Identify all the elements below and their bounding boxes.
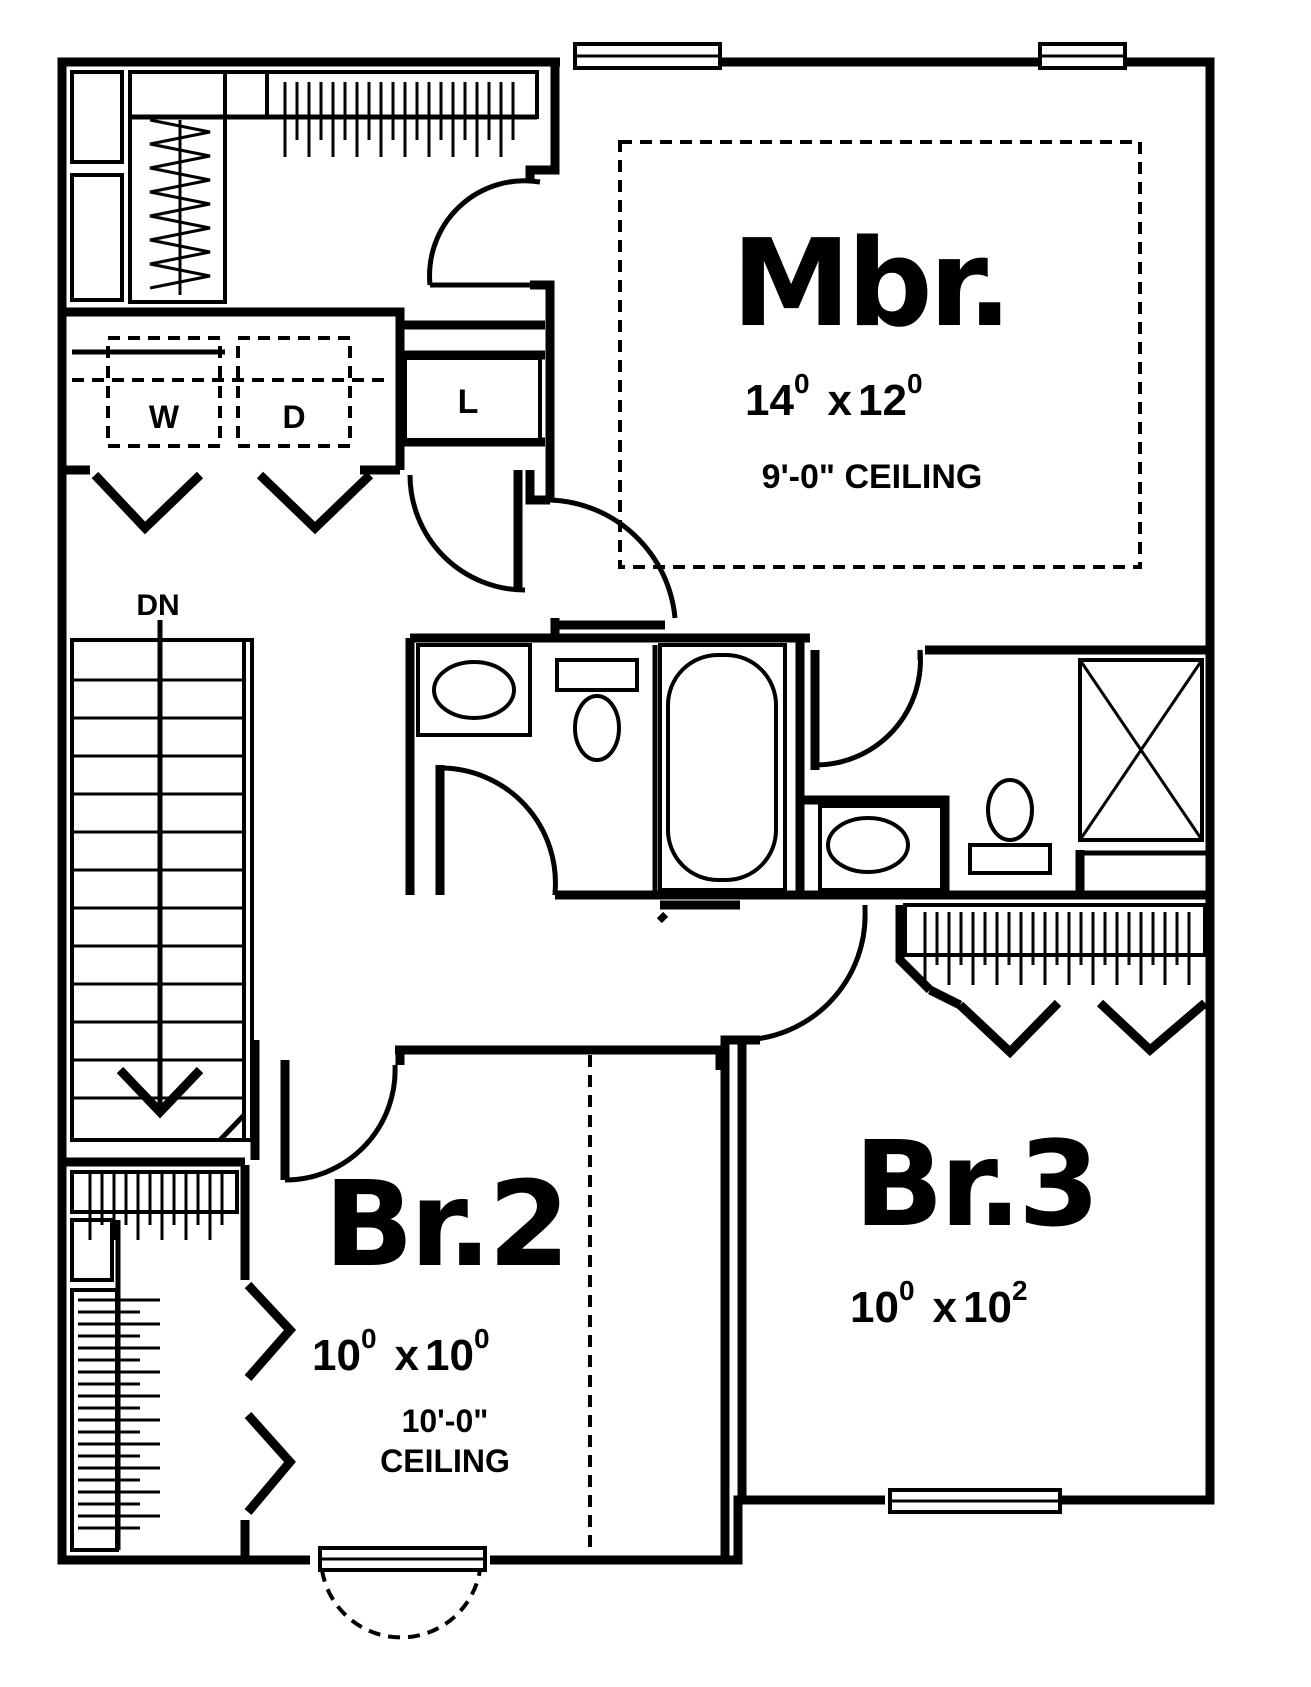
linen-door-swing bbox=[407, 474, 526, 593]
bifold-door-br2-bottom bbox=[244, 1412, 296, 1515]
br2-door-swing bbox=[284, 1064, 398, 1183]
stairs-arrow-icon bbox=[116, 1066, 204, 1119]
closet-door-swing bbox=[427, 178, 541, 286]
br3-room-name: Br.3 bbox=[854, 1115, 1096, 1253]
sink-hall-bath bbox=[432, 660, 516, 720]
bifold-door-right bbox=[256, 471, 374, 535]
master-door-swing bbox=[549, 497, 678, 619]
master-bath bbox=[814, 649, 1204, 892]
toilet-hall-bath bbox=[573, 694, 621, 762]
stairs: DN bbox=[70, 589, 254, 1142]
master-bath-door-swing bbox=[814, 649, 923, 768]
tray-ceiling bbox=[618, 140, 1142, 569]
window-bay-br2 bbox=[320, 1569, 482, 1640]
hanging-rod-top bbox=[283, 82, 515, 157]
dryer-label: D bbox=[282, 399, 305, 435]
hall-bath-door-swing bbox=[439, 765, 558, 894]
master-room-name: Mbr. bbox=[732, 215, 1009, 354]
br3-door-swing bbox=[741, 909, 868, 1043]
br2-closet bbox=[70, 1170, 297, 1552]
bifold-door-br3-right bbox=[1096, 999, 1208, 1057]
bifold-door-br3-left bbox=[956, 999, 1062, 1059]
exterior-walls bbox=[57, 57, 1215, 1565]
br2-ceiling-note-1: 10'-0" bbox=[402, 1403, 489, 1439]
windows bbox=[318, 42, 1127, 1640]
laundry-area: W D bbox=[72, 336, 390, 535]
hanging-rod-left bbox=[149, 118, 211, 295]
toilet-master-bath bbox=[986, 778, 1034, 842]
br3-closet bbox=[903, 903, 1208, 1059]
washer-label: W bbox=[149, 399, 180, 435]
linen-closet: L bbox=[403, 356, 542, 442]
master-ceiling-note: 9'-0" CEILING bbox=[762, 458, 983, 496]
bifold-door-left bbox=[91, 471, 204, 535]
hall-bath bbox=[416, 643, 787, 895]
stairs-down-label: DN bbox=[136, 589, 179, 622]
linen-label: L bbox=[458, 383, 479, 421]
br2-ceiling-note-2: CEILING bbox=[380, 1443, 510, 1479]
br2-room-name: Br.2 bbox=[324, 1155, 566, 1293]
dryer bbox=[236, 336, 352, 448]
bifold-door-br2-top bbox=[244, 1281, 297, 1381]
washer bbox=[106, 336, 222, 448]
master-closet bbox=[70, 70, 539, 304]
